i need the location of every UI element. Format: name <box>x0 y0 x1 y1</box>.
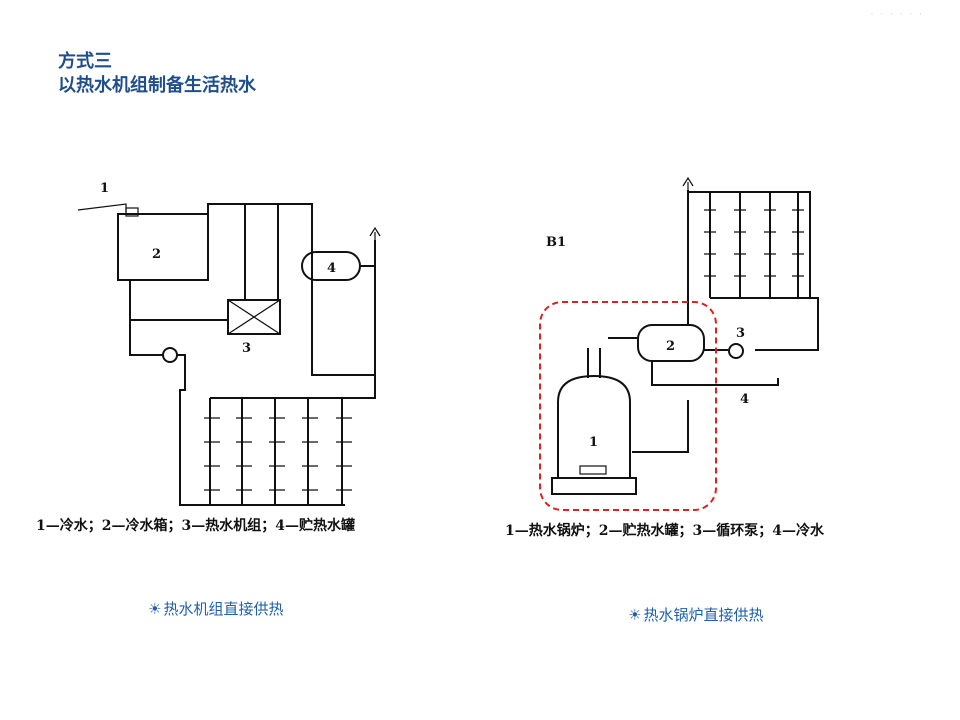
circulation-pump <box>162 347 178 363</box>
return-pipe <box>632 400 689 453</box>
return-pipe <box>177 354 210 506</box>
unit-cross <box>227 299 281 335</box>
air-vent <box>369 226 381 240</box>
label-3: 3 <box>242 341 251 356</box>
supply-pipe <box>207 203 376 376</box>
cold-water-inlet <box>77 203 127 212</box>
right-legend: 1—热水锅炉；2—贮热水罐；3—循环泵；4—冷水 <box>505 523 824 539</box>
hot-water-boiler <box>551 348 637 495</box>
air-vent <box>682 176 694 190</box>
label-4: 4 <box>327 261 336 276</box>
storage-tank <box>637 324 705 362</box>
label-1: 1 <box>589 435 598 450</box>
label-3: 3 <box>736 326 745 341</box>
label-1: 1 <box>100 181 109 196</box>
float-valve <box>125 207 139 217</box>
left-caption-text: 热水机组直接供热 <box>163 600 284 618</box>
tank-to-unit-pipe <box>129 280 228 321</box>
sun-bullet-icon: ☀ <box>628 606 642 624</box>
fixture-grid <box>682 176 819 351</box>
fixture-grid <box>204 375 376 506</box>
left-caption: ☀热水机组直接供热 <box>148 598 283 619</box>
boiler-highlight <box>539 301 717 511</box>
hot-water-unit <box>227 299 281 335</box>
right-caption: ☀热水锅炉直接供热 <box>628 604 763 625</box>
cold-water-tank <box>117 213 209 281</box>
cold-water-pipe <box>651 361 779 386</box>
label-b1: B1 <box>546 235 566 250</box>
label-2: 2 <box>152 247 161 262</box>
brand-logo: · · · · · · <box>870 10 924 20</box>
left-legend: 1—冷水；2—冷水箱；3—热水机组；4—贮热水罐 <box>36 518 355 534</box>
pump-pipe <box>129 320 162 356</box>
label-2: 2 <box>666 339 675 354</box>
title-line-1: 方式三 <box>58 51 112 72</box>
label-4: 4 <box>740 392 749 407</box>
circulation-pump <box>728 343 744 359</box>
hot-water-boiler-diagram: B1 2 3 4 1 <box>539 176 819 511</box>
hot-water-unit-diagram: 1 2 4 3 <box>77 181 381 506</box>
sun-bullet-icon: ☀ <box>148 600 162 618</box>
right-caption-text: 热水锅炉直接供热 <box>643 606 764 624</box>
title-line-2: 以热水机组制备生活热水 <box>58 75 256 96</box>
page-title: 方式三 以热水机组制备生活热水 <box>58 50 256 98</box>
